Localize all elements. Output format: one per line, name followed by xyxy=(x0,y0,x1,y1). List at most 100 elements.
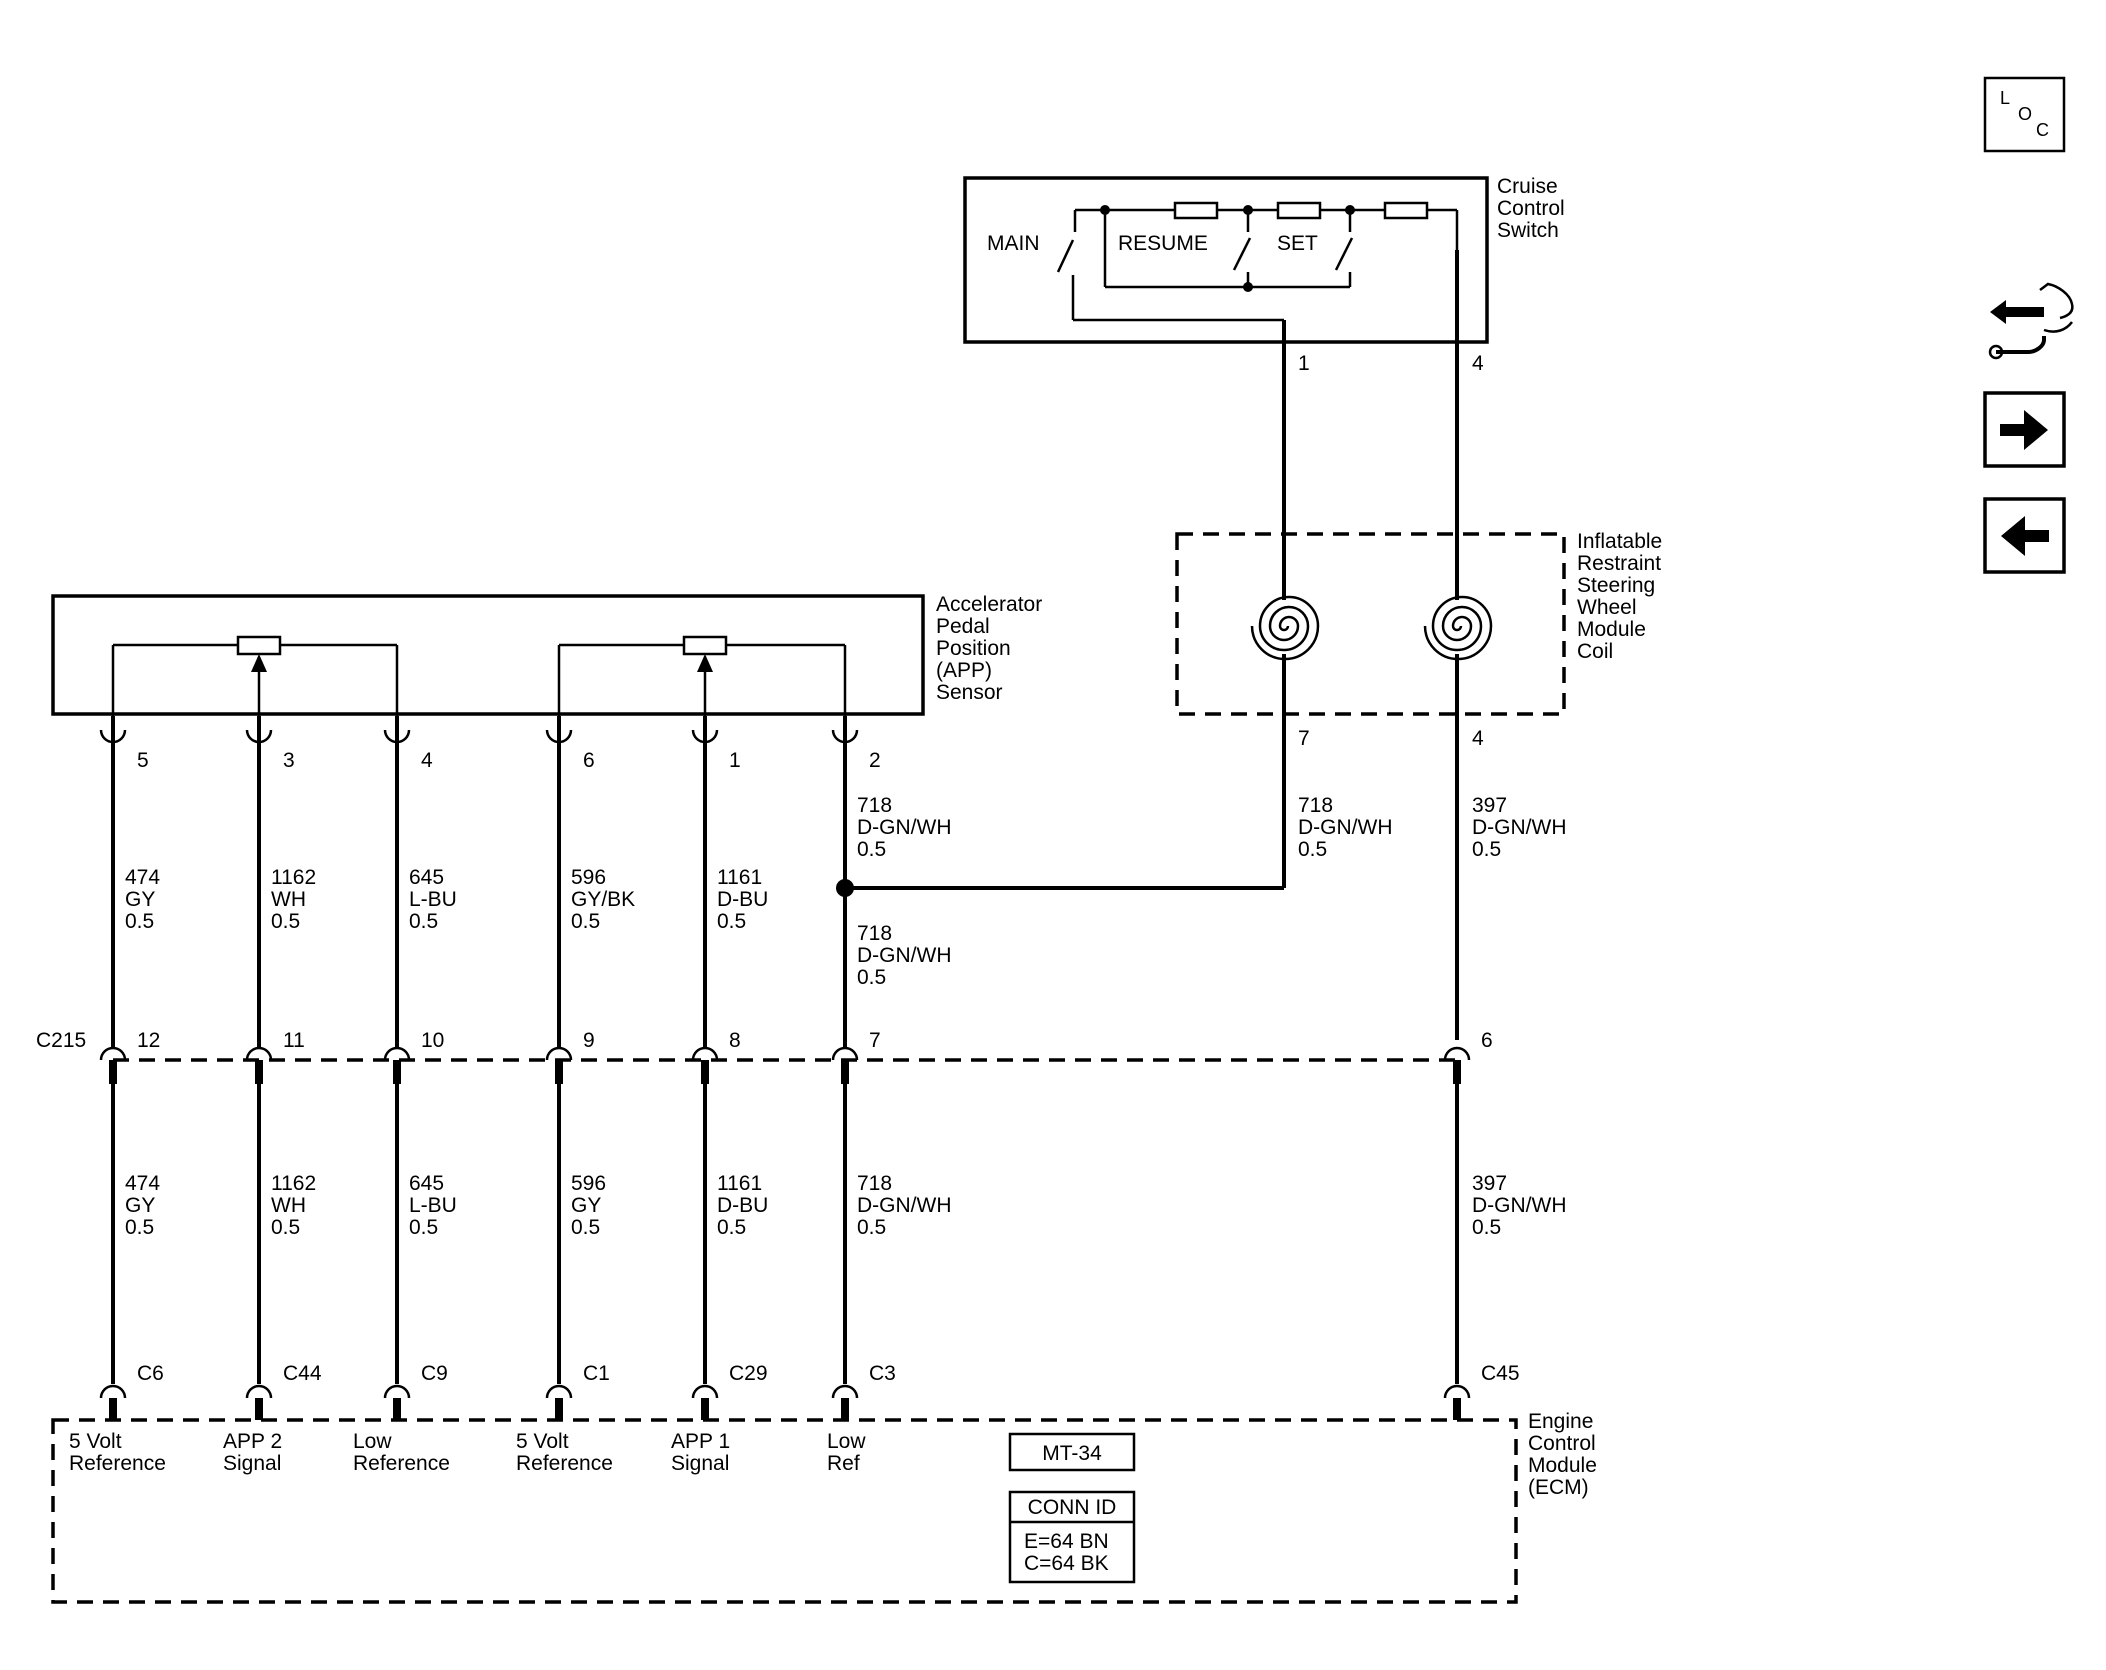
wire-label: 0.5 xyxy=(125,910,154,933)
wire-label: 0.5 xyxy=(1472,838,1501,861)
wiring-tool-icon[interactable] xyxy=(1988,282,2074,360)
wire-label: WH xyxy=(271,888,306,911)
resume-switch-label: RESUME xyxy=(1118,232,1208,255)
cruise-pin-1: 1 xyxy=(1298,352,1310,375)
upper-wire-labels: 474 GY 0.5 1162 WH 0.5 645 L-BU 0.5 596 … xyxy=(125,794,1566,989)
ecm-pin: C45 xyxy=(1481,1362,1520,1385)
arrow-right-icon xyxy=(2000,410,2048,450)
wire-label: GY/BK xyxy=(571,888,635,911)
wire-label: 718 xyxy=(857,1172,892,1195)
module-id: MT-34 xyxy=(1042,1442,1102,1465)
c215-pin: 6 xyxy=(1481,1029,1493,1052)
wire-label: 0.5 xyxy=(717,1216,746,1239)
ecm-pin: C9 xyxy=(421,1362,448,1385)
conn-id-title: CONN ID xyxy=(1028,1496,1117,1519)
wire-label: 474 xyxy=(125,1172,160,1195)
ecm-pin: C3 xyxy=(869,1362,896,1385)
wire-label: 397 xyxy=(1472,1172,1507,1195)
app-pin: 6 xyxy=(583,749,595,772)
wire-label: 718 xyxy=(1298,794,1333,817)
c215-connector: C215 12 11 10 9 8 7 6 xyxy=(36,1029,1493,1084)
app-pin: 3 xyxy=(283,749,295,772)
wire-label: 718 xyxy=(857,922,892,945)
clockspring-right-icon xyxy=(1423,595,1493,661)
clockspring-left-icon xyxy=(1250,595,1320,661)
wire-label: 1162 xyxy=(271,1172,316,1195)
c215-pin: 8 xyxy=(729,1029,741,1052)
wire-label: 397 xyxy=(1472,794,1507,817)
wire-label: D-GN/WH xyxy=(1298,816,1392,839)
wire-label: L-BU xyxy=(409,888,457,911)
wire-label: D-BU xyxy=(717,888,768,911)
app-pin: 2 xyxy=(869,749,881,772)
c215-pin: 10 xyxy=(421,1029,444,1052)
wire-label: 0.5 xyxy=(857,966,886,989)
wire-label: D-GN/WH xyxy=(1472,816,1566,839)
app-pin: 1 xyxy=(729,749,741,772)
c215-label: C215 xyxy=(36,1029,86,1052)
c215-pin: 7 xyxy=(869,1029,881,1052)
wire-label: WH xyxy=(271,1194,306,1217)
wire-label: 0.5 xyxy=(717,910,746,933)
wire-label: 0.5 xyxy=(571,910,600,933)
wire-label: 474 xyxy=(125,866,160,889)
wire-label: 0.5 xyxy=(571,1216,600,1239)
wire-label: 0.5 xyxy=(125,1216,154,1239)
arrow-left-icon xyxy=(2001,516,2049,556)
wire-label: 645 xyxy=(409,1172,444,1195)
wire-label: GY xyxy=(125,1194,155,1217)
wire-label: D-BU xyxy=(717,1194,768,1217)
set-switch-label: SET xyxy=(1277,232,1318,255)
wire-label: 0.5 xyxy=(857,1216,886,1239)
wire-label: GY xyxy=(125,888,155,911)
loc-button[interactable]: L O C xyxy=(1983,76,2066,153)
loc-o: O xyxy=(2018,104,2032,124)
next-page-button[interactable] xyxy=(1983,391,2066,468)
wire-label: L-BU xyxy=(409,1194,457,1217)
wire-label: 718 xyxy=(857,794,892,817)
lower-wires xyxy=(111,1084,1459,1384)
loc-l: L xyxy=(2000,88,2010,108)
main-switch-label: MAIN xyxy=(987,232,1040,255)
wire-label: 1161 xyxy=(717,866,762,889)
upper-wires xyxy=(111,716,847,1048)
wire-label: 1161 xyxy=(717,1172,762,1195)
loc-c: C xyxy=(2036,120,2049,140)
ecm-pin: C44 xyxy=(283,1362,322,1385)
wire-label: GY xyxy=(571,1194,601,1217)
wire-label: D-GN/WH xyxy=(1472,1194,1566,1217)
cruise-pin-4: 4 xyxy=(1472,352,1484,375)
coil-pin-7: 7 xyxy=(1298,727,1310,750)
wire-label: 0.5 xyxy=(1298,838,1327,861)
coil-pin-4: 4 xyxy=(1472,727,1484,750)
ecm-pin: C6 xyxy=(137,1362,164,1385)
wire-label: 0.5 xyxy=(409,910,438,933)
app-sensor-connector: 5 3 4 6 1 2 xyxy=(99,729,881,772)
c215-pin: 9 xyxy=(583,1029,595,1052)
wire-label: 645 xyxy=(409,866,444,889)
wire-label: D-GN/WH xyxy=(857,1194,951,1217)
wire-label: 0.5 xyxy=(271,1216,300,1239)
ecm-pin: C29 xyxy=(729,1362,768,1385)
wire-label: D-GN/WH xyxy=(857,816,951,839)
wire-label: 0.5 xyxy=(409,1216,438,1239)
wire-label: 596 xyxy=(571,866,606,889)
previous-page-button[interactable] xyxy=(1983,497,2066,574)
app-pin: 4 xyxy=(421,749,433,772)
c215-pin: 11 xyxy=(283,1029,305,1052)
lower-wire-labels: 474 GY 0.5 1162 WH 0.5 645 L-BU 0.5 596 … xyxy=(125,1172,1566,1239)
